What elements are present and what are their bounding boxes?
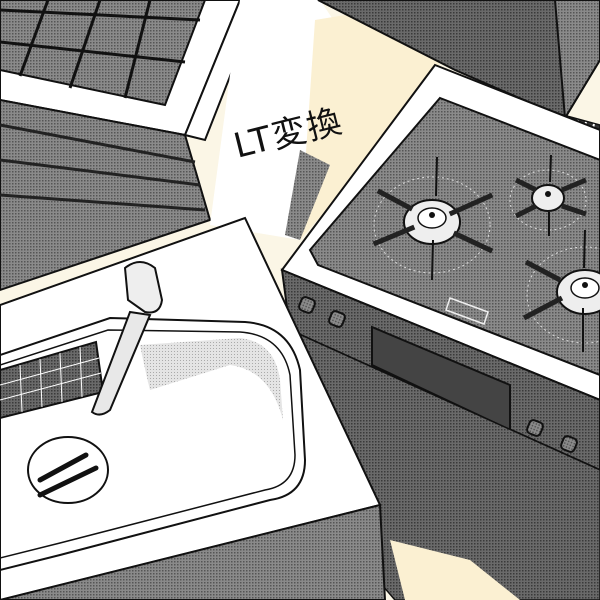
burner-small-right <box>509 154 587 236</box>
faucet <box>90 261 164 416</box>
knob <box>298 296 578 453</box>
burner-large-left <box>372 156 494 281</box>
kitchen-sink <box>0 216 387 600</box>
drain <box>27 436 109 504</box>
burner-large-bottom <box>522 229 600 352</box>
